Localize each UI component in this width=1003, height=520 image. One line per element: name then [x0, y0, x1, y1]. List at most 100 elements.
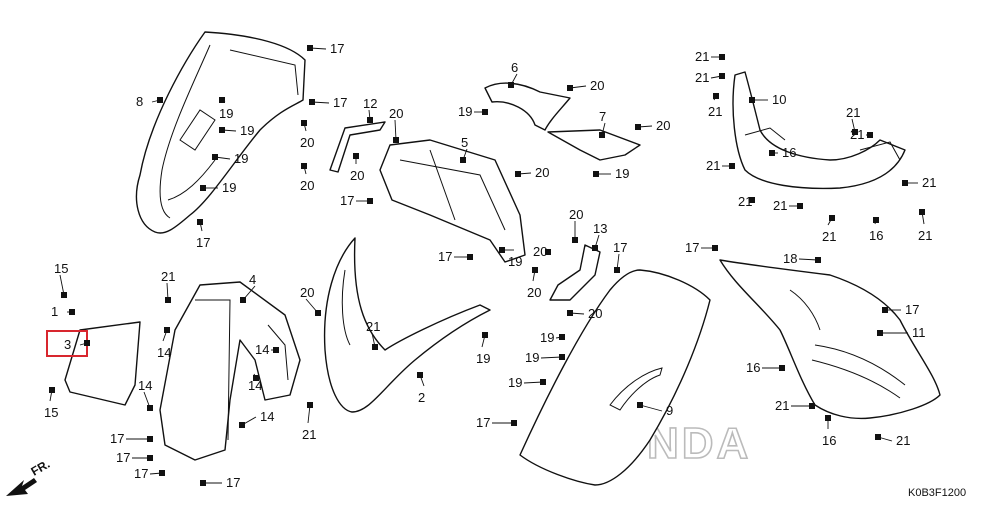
callout-19: 19: [540, 330, 565, 345]
callout-21: 21: [161, 269, 175, 303]
fastener-mark: [417, 372, 423, 378]
part-2-front-cover: [323, 237, 491, 413]
fastener-mark: [559, 354, 565, 360]
fastener-mark: [273, 347, 279, 353]
callout-18: 18: [783, 251, 821, 266]
fastener-mark: [200, 480, 206, 486]
callout-number: 16: [782, 145, 796, 160]
fastener-mark: [749, 197, 755, 203]
callout-20: 20: [389, 106, 403, 143]
callout-17: 17: [309, 95, 347, 110]
fastener-mark: [567, 85, 573, 91]
fastener-mark: [309, 99, 315, 105]
callout-number: 14: [138, 378, 152, 393]
part-10-right-panel: [732, 71, 906, 190]
fastener-mark: [635, 124, 641, 130]
part-9-side-cover: [519, 269, 711, 486]
callout-number: 19: [458, 104, 472, 119]
callout-9: 9: [637, 402, 673, 418]
callout-number: 21: [161, 269, 175, 284]
callout-number: 20: [350, 168, 364, 183]
callout-number: 17: [110, 431, 124, 446]
callout-17: 17: [476, 415, 517, 430]
callout-17: 17: [882, 302, 919, 317]
fastener-mark: [159, 470, 165, 476]
callout-number: 21: [366, 319, 380, 334]
fastener-mark: [307, 45, 313, 51]
fastener-mark: [511, 420, 517, 426]
callout-number: 17: [330, 41, 344, 56]
callout-number: 14: [260, 409, 274, 424]
callout-21: 21: [302, 402, 316, 442]
part-11-lower-cover: [719, 259, 941, 420]
callout-number: 20: [588, 306, 602, 321]
callout-14: 14: [157, 327, 171, 360]
fastener-mark: [599, 132, 605, 138]
callout-number: 20: [569, 207, 583, 222]
callout-number: 17: [196, 235, 210, 250]
callout-21: 21: [366, 319, 380, 350]
callout-number: 17: [333, 95, 347, 110]
fastener-mark: [867, 132, 873, 138]
callout-2: 2: [417, 372, 425, 405]
callout-19: 19: [499, 247, 522, 269]
callout-20: 20: [567, 306, 602, 321]
fastener-mark: [877, 330, 883, 336]
fastener-mark: [367, 198, 373, 204]
callout-number: 20: [590, 78, 604, 93]
callout-20: 20: [533, 244, 551, 259]
callout-number: 15: [54, 261, 68, 276]
callout-number: 14: [255, 342, 269, 357]
callout-4: 4: [240, 272, 256, 303]
callout-19: 19: [525, 350, 565, 365]
callout-17: 17: [340, 193, 373, 208]
callout-number: 21: [822, 229, 836, 244]
fastener-mark: [61, 292, 67, 298]
callout-number: 20: [300, 178, 314, 193]
callout-number: 20: [300, 285, 314, 300]
callout-17: 17: [116, 450, 153, 465]
fastener-mark: [875, 434, 881, 440]
callout-20: 20: [635, 118, 670, 133]
callout-14: 14: [248, 373, 262, 393]
callout-number: 20: [535, 165, 549, 180]
part-5-inner-panel: [379, 139, 526, 263]
callout-number: 19: [476, 351, 490, 366]
callout-number: 19: [508, 375, 522, 390]
fastener-mark: [301, 163, 307, 169]
fastener-mark: [157, 97, 163, 103]
callout-11: 11: [877, 325, 926, 340]
callout-17: 17: [200, 475, 240, 490]
fastener-mark: [482, 332, 488, 338]
callout-15: 15: [54, 261, 68, 298]
callout-number: 14: [248, 378, 262, 393]
callout-number: 17: [438, 249, 452, 264]
callout-17: 17: [196, 219, 210, 250]
fastener-mark: [797, 203, 803, 209]
callout-1: 1: [51, 304, 75, 319]
fastener-mark: [829, 215, 835, 221]
fastener-mark: [508, 82, 514, 88]
fastener-mark: [712, 245, 718, 251]
fastener-mark: [164, 327, 170, 333]
callout-number: 17: [134, 466, 148, 481]
callout-number: 17: [685, 240, 699, 255]
fastener-mark: [779, 365, 785, 371]
callout-number: 19: [240, 123, 254, 138]
fastener-mark: [315, 310, 321, 316]
leader-line: [540, 356, 563, 359]
callout-19: 19: [458, 104, 488, 119]
callout-17: 17: [685, 240, 718, 255]
leader-line: [59, 274, 65, 296]
callout-21: 21: [695, 49, 725, 64]
fastener-mark: [212, 154, 218, 160]
callout-14: 14: [239, 409, 274, 428]
callout-number: 4: [249, 272, 256, 287]
fastener-mark: [515, 171, 521, 177]
callout-17: 17: [110, 431, 153, 446]
callout-21: 21: [822, 215, 836, 244]
callout-number: 17: [476, 415, 490, 430]
callout-21: 21: [902, 175, 936, 190]
